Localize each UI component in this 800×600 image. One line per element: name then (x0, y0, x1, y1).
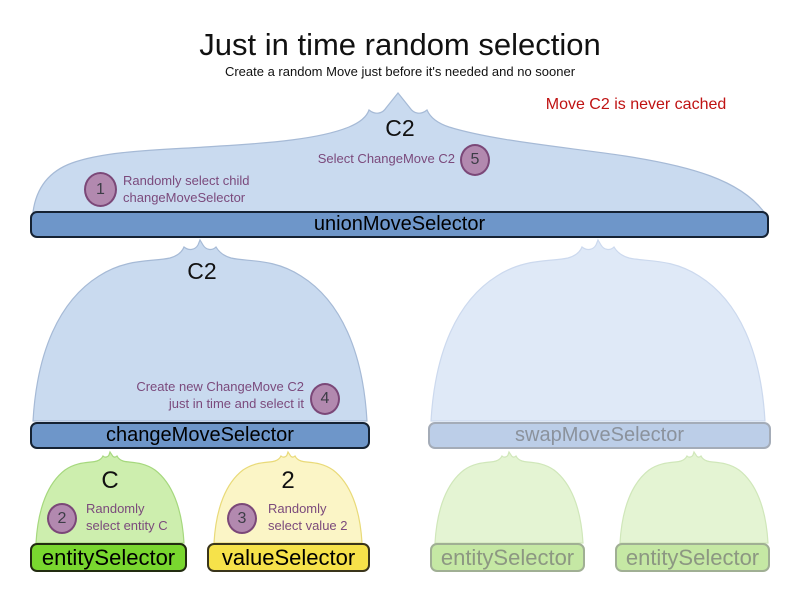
cached-entity-c: C (101, 467, 119, 494)
change-selection-arch (32, 238, 368, 422)
step-2-note-line2: select entity C (86, 518, 168, 533)
step-2-note-line1: Randomly (86, 501, 145, 516)
page-title: Just in time random selection (199, 27, 601, 62)
union-move-selector-bar: unionMoveSelector (30, 211, 769, 238)
step-4-note-line2: just in time and select it (168, 396, 304, 411)
step-3-badge: 3 (227, 503, 257, 534)
step-5-note-line1: Select ChangeMove C2 (317, 151, 455, 166)
step-5-badge: 5 (460, 144, 490, 176)
cached-move-c2-top: C2 (385, 115, 415, 141)
swap-move-selector-bar: swapMoveSelector (428, 422, 771, 449)
step-4-badge: 4 (310, 383, 340, 415)
change-move-selector-bar: changeMoveSelector (30, 422, 370, 449)
step-3-note-line1: Randomly (268, 501, 327, 516)
step-3-note: Randomly select value 2 (268, 500, 348, 534)
entity-selector-bar-faded-left: entitySelector (430, 543, 585, 572)
step-3-note-line2: select value 2 (268, 518, 348, 533)
warning-note: Move C2 is never cached (545, 96, 727, 113)
step-1-badge: 1 (84, 172, 117, 207)
step-5-note: Select ChangeMove C2 (310, 150, 455, 167)
value-selector-bar: valueSelector (207, 543, 370, 572)
entity-selection-arch-faded-left (434, 450, 584, 544)
step-2-badge: 2 (47, 503, 77, 534)
swap-selection-arch-faded (430, 238, 766, 422)
page-subtitle: Create a random Move just before it's ne… (224, 64, 576, 79)
cached-value-2: 2 (281, 467, 295, 494)
entity-selector-bar-faded-right: entitySelector (615, 543, 770, 572)
cached-move-c2-mid: C2 (187, 258, 217, 284)
step-1-note: Randomly select child changeMoveSelector (123, 172, 249, 206)
step-1-note-line1: Randomly select child (123, 173, 250, 188)
step-4-note-line1: Create new ChangeMove C2 (136, 379, 304, 394)
union-selection-arch (32, 92, 766, 213)
entity-selector-bar: entitySelector (30, 543, 187, 572)
entity-selection-arch-faded-right (619, 450, 769, 544)
step-2-note: Randomly select entity C (86, 500, 168, 534)
step-1-note-line2: changeMoveSelector (123, 190, 246, 205)
step-4-note: Create new ChangeMove C2 just in time an… (120, 378, 304, 412)
